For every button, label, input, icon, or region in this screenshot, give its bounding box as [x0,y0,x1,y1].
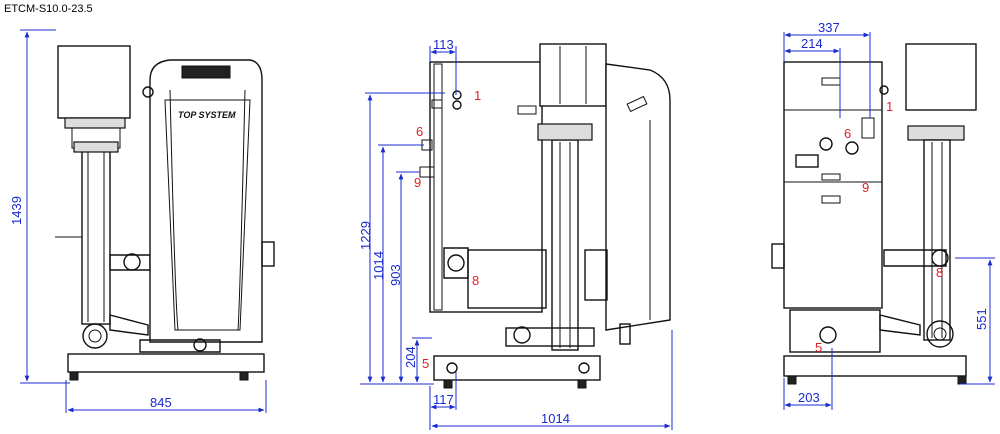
rear-callout-1: 1 [886,99,893,114]
side-panel [429,61,543,313]
side-dim-depth-1014: 1014 [541,411,570,426]
rear-callout-8: 8 [936,265,943,280]
rear-base [783,355,967,377]
rear-dim-551: 551 [974,308,989,330]
side-dim-1229: 1229 [358,221,373,250]
front-cabinet [149,59,263,343]
side-dim-113: 113 [433,37,454,52]
front-pump-column [81,147,111,325]
side-callout-6: 6 [416,124,423,139]
side-callout-8: 8 [472,273,479,288]
front-height-dim: 1439 [9,196,24,225]
side-view [419,43,671,389]
side-dim-204: 204 [403,346,418,368]
side-dimensions: 113 1229 1014 903 204 117 1014 1 6 9 8 5 [358,37,673,430]
rear-callout-6: 6 [844,126,851,141]
rear-callout-9: 9 [862,180,869,195]
rear-dim-337: 337 [818,20,840,35]
rear-view [771,43,977,385]
rear-callout-5: 5 [815,340,822,355]
side-motor [539,43,607,107]
side-callout-1: 1 [474,88,481,103]
side-dim-903: 903 [388,264,403,286]
rear-panel [783,61,883,309]
side-dim-1014: 1014 [371,251,386,280]
front-motor [57,45,131,119]
rear-dim-203: 203 [798,390,820,405]
side-dim-117: 117 [433,392,454,407]
front-width-dim: 845 [150,395,172,410]
front-base-frame [67,353,265,373]
side-cabinet [605,63,671,331]
cabinet-brand: TOP SYSTEM [178,110,236,120]
rear-motor [905,43,977,111]
model-code-title: ETCM-S10.0-23.5 [4,3,93,15]
rear-dimensions: 337 214 551 203 1 6 9 8 5 [783,20,995,410]
front-dimensions: 1439 845 [9,29,267,413]
side-callout-5: 5 [422,356,429,371]
front-view: TOP SYSTEM [55,45,275,381]
side-callout-9: 9 [414,175,421,190]
rear-dim-214: 214 [801,36,823,51]
side-base [433,355,601,381]
